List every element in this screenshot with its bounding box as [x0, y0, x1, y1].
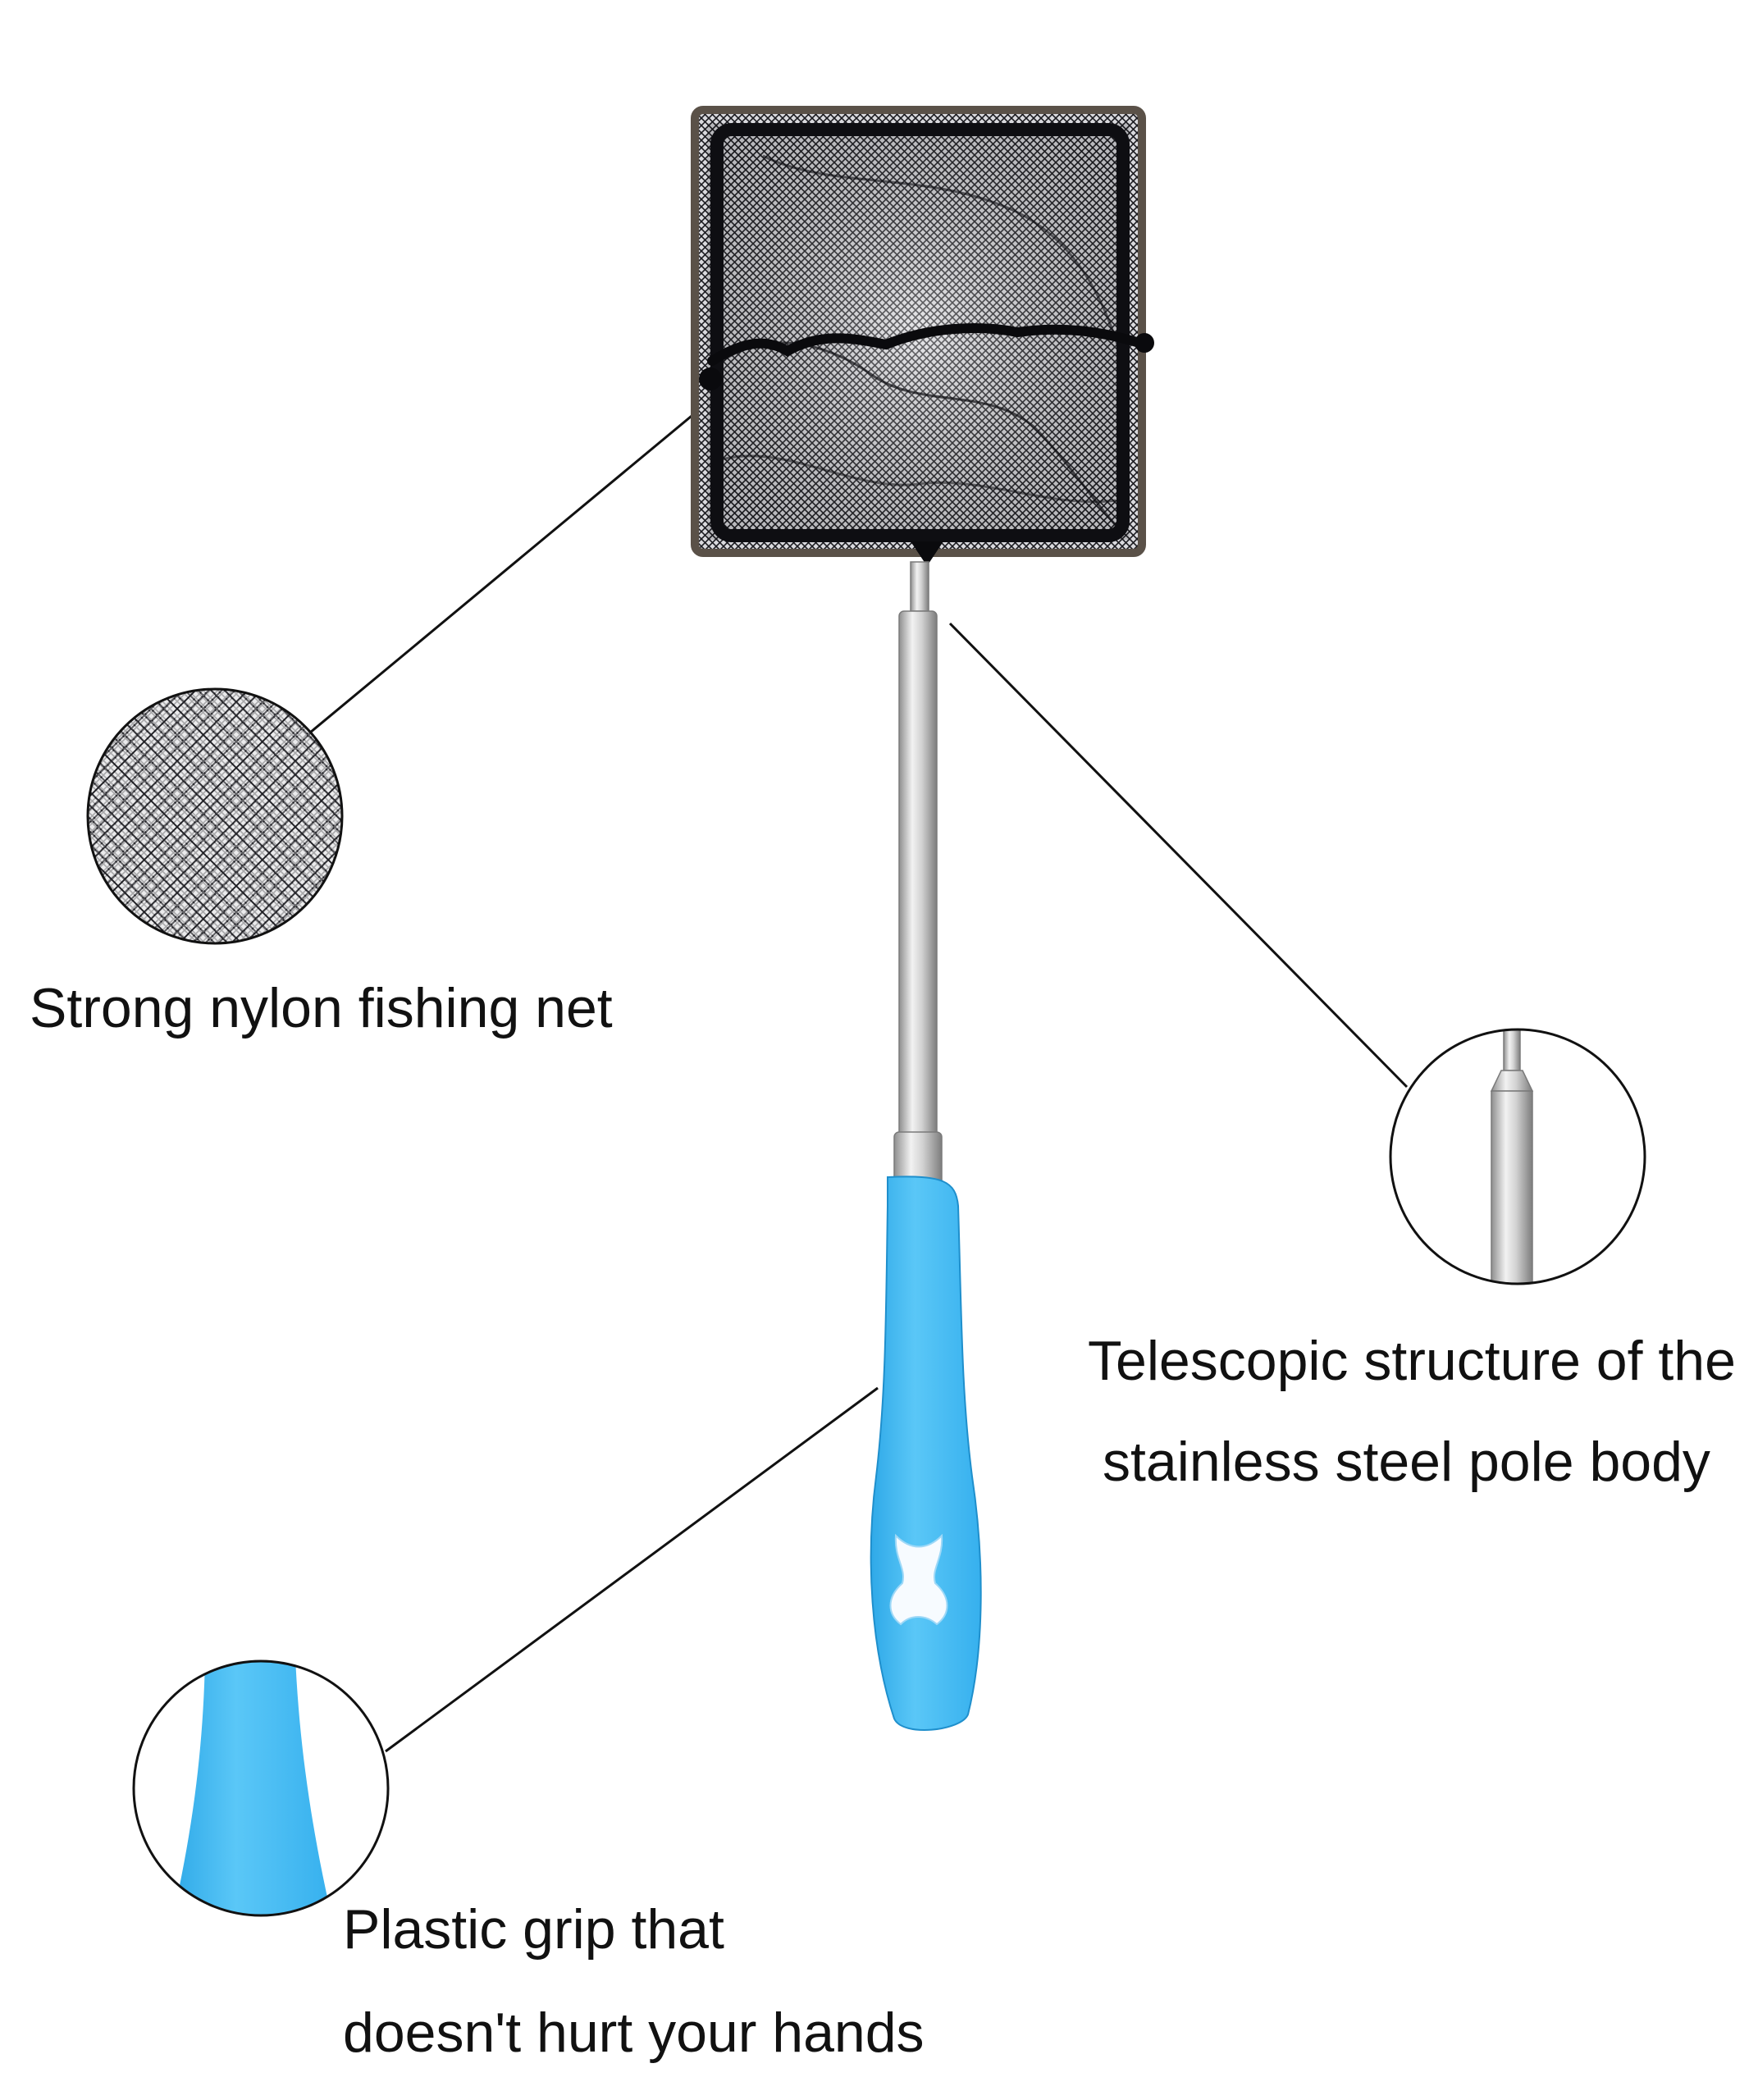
fishing-net-head — [691, 106, 1154, 566]
grip-leader-line — [385, 1386, 879, 1753]
plastic-grip — [870, 1176, 982, 1731]
grip-feature-label-line1: Plastic grip that — [343, 1898, 724, 1961]
grip-detail-circle — [132, 1659, 390, 1917]
fish-cutout-icon — [889, 1533, 948, 1626]
net-detail-circle — [86, 687, 344, 945]
net-feature-label: Strong nylon fishing net — [30, 977, 613, 1039]
grip-feature-label-line2: doesn't hurt your hands — [343, 2002, 925, 2064]
pole-leader-line — [948, 622, 1409, 1089]
pole-feature-label-line1: Telescopic structure of the — [1088, 1330, 1736, 1392]
pole-detail-circle — [1389, 1028, 1646, 1285]
telescopic-pole — [893, 561, 943, 1190]
pole-feature-label-line2: stainless steel pole body — [1103, 1431, 1710, 1493]
